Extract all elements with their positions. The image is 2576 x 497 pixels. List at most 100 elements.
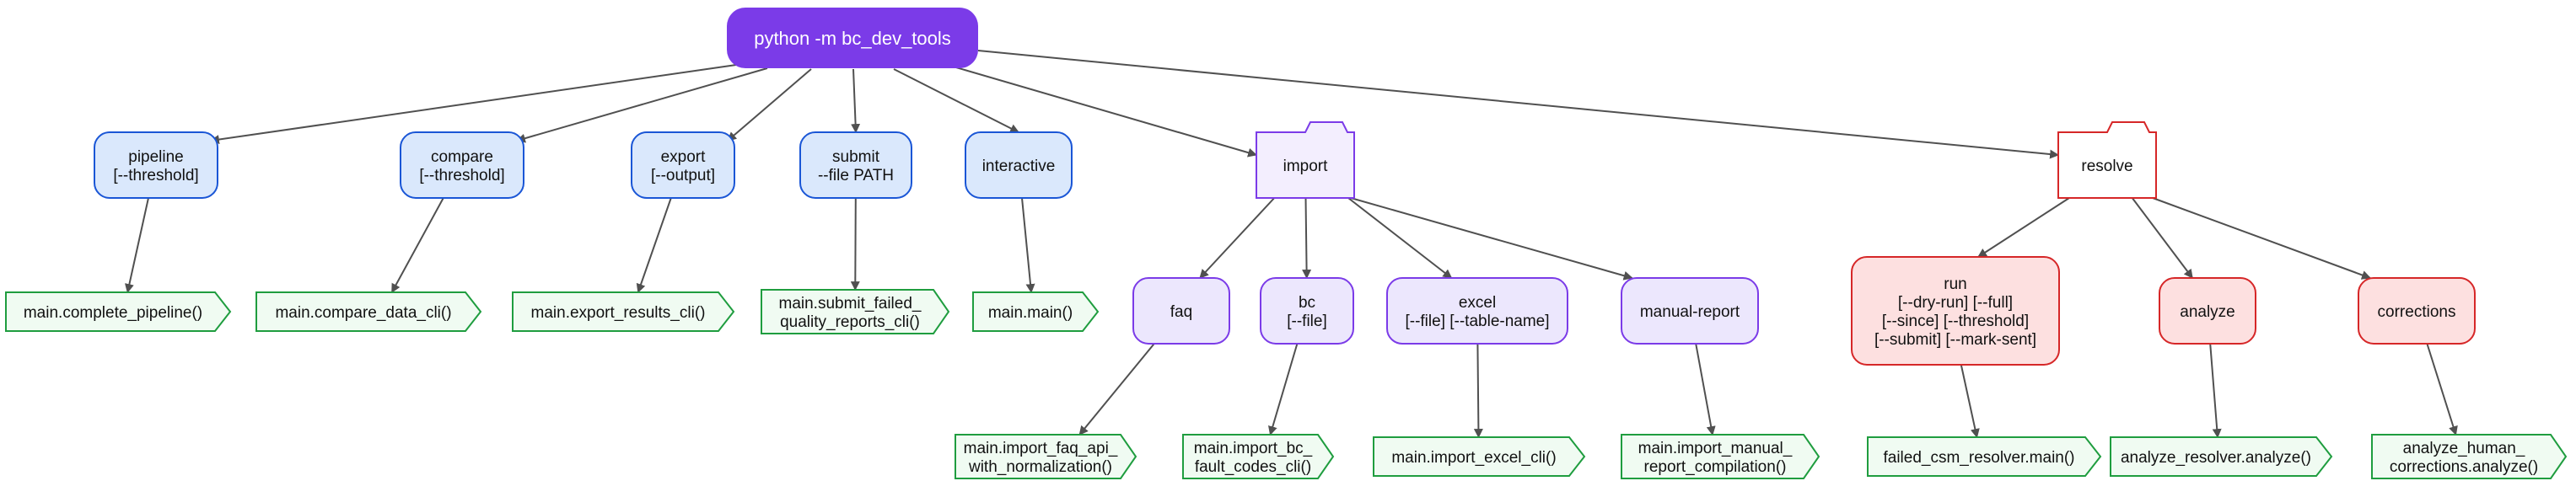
- interactive-text-line: interactive: [982, 158, 1056, 175]
- faq-target-text-line: main.import_faq_api_: [964, 440, 1118, 457]
- analyze-target: analyze_resolver.analyze(): [2110, 436, 2333, 477]
- run-node: run[--dry-run] [--full][--since] [--thre…: [1851, 256, 2060, 366]
- edge-arrow: [1078, 343, 1155, 436]
- export-node: export[--output]: [631, 131, 735, 199]
- pipeline-box: [94, 131, 218, 199]
- bc-node: bc[--file]: [1260, 277, 1354, 345]
- compare-target: main.compare_data_cli(): [255, 291, 482, 332]
- manual-report-target: main.import_manual_report_compilation(): [1621, 434, 1820, 479]
- corrections-target-text-line: analyze_human_: [2403, 440, 2525, 457]
- manual-report-node: manual-report: [1621, 277, 1759, 345]
- resolve-folder-icon: [2057, 121, 2157, 199]
- run-text-line: run: [1944, 275, 1966, 293]
- run-text-line: [--dry-run] [--full]: [1898, 294, 2013, 312]
- bc-target-text-line: main.import_bc_: [1194, 440, 1313, 457]
- excel-target-shape: [1373, 436, 1586, 477]
- pipeline-text-line: pipeline: [128, 148, 184, 166]
- edge-arrow: [209, 63, 743, 145]
- export-target-shape: [512, 291, 735, 332]
- edge-arrow: [1021, 197, 1035, 294]
- edge-arrow: [1695, 343, 1716, 436]
- edge-arrow: [2152, 197, 2371, 280]
- edge-arrow: [850, 197, 860, 291]
- run-target-text-line: failed_csm_resolver.main(): [1883, 449, 2074, 467]
- nodes-layer: python -m bc_dev_toolspipeline[--thresho…: [5, 8, 2568, 479]
- submit-target-text-line: main.submit_failed_: [779, 295, 922, 313]
- excel-target: main.import_excel_cli(): [1373, 436, 1586, 477]
- export-target-text-line: main.export_results_cli(): [531, 304, 706, 322]
- run-box: [1851, 256, 2060, 366]
- edge-arrow: [944, 63, 1258, 158]
- edges-layer: [125, 50, 2458, 439]
- faq-box: [1132, 277, 1230, 345]
- excel-target-text-line: main.import_excel_cli(): [1391, 449, 1556, 467]
- edge-arrow: [2426, 343, 2458, 436]
- run-text-line: [--since] [--threshold]: [1882, 313, 2029, 330]
- compare-node: compare[--threshold]: [400, 131, 524, 199]
- edge-arrow: [2209, 343, 2222, 439]
- submit-box: [799, 131, 912, 199]
- faq-target-text-line: with_normalization(): [968, 458, 1112, 476]
- edge-arrow: [125, 197, 149, 294]
- manual-report-box: [1621, 277, 1759, 345]
- edge-arrow: [2131, 197, 2193, 279]
- pipeline-target: main.complete_pipeline(): [5, 291, 232, 332]
- compare-target-text-line: main.compare_data_cli(): [275, 304, 451, 322]
- submit-target-shape: [761, 289, 950, 334]
- pipeline-text-line: [--threshold]: [113, 167, 198, 184]
- interactive-node: interactive: [965, 131, 1073, 199]
- faq-node: faq: [1132, 277, 1230, 345]
- analyze-node: analyze: [2159, 277, 2256, 345]
- faq-target: main.import_faq_api_with_normalization(): [955, 434, 1137, 479]
- submit-text-line: --file PATH: [818, 167, 894, 184]
- excel-text-line: excel: [1459, 294, 1496, 312]
- corrections-text-line: corrections: [2378, 303, 2456, 321]
- submit-target-text-line: quality_reports_cli(): [780, 313, 920, 331]
- edge-arrow: [851, 68, 861, 134]
- edge-arrow: [893, 68, 1019, 133]
- submit-node: submit--file PATH: [799, 131, 912, 199]
- import-group-node: import: [1256, 121, 1355, 199]
- edge-arrow: [515, 67, 768, 143]
- corrections-node: corrections: [2358, 277, 2476, 345]
- bc-text-line: [--file]: [1287, 313, 1327, 330]
- manual-report-target-text-line: report_compilation(): [1644, 458, 1787, 476]
- export-box: [631, 131, 735, 199]
- manual-report-target-shape: [1621, 434, 1820, 479]
- analyze-text-line: analyze: [2180, 303, 2235, 321]
- compare-text-line: compare: [431, 148, 493, 166]
- faq-target-shape: [955, 434, 1137, 479]
- import-folder-icon: [1256, 121, 1355, 199]
- edge-arrow: [636, 197, 672, 294]
- compare-target-shape: [255, 291, 482, 332]
- pipeline-target-text-line: main.complete_pipeline(): [24, 304, 202, 322]
- submit-text-line: submit: [832, 148, 880, 166]
- bc-text-line: bc: [1299, 294, 1315, 312]
- edge-arrow: [1268, 343, 1299, 436]
- edge-arrow: [1199, 197, 1275, 279]
- edge-arrow: [1960, 364, 1980, 439]
- resolve-group-node: resolve: [2057, 121, 2157, 199]
- edge-arrow: [1977, 197, 2070, 258]
- export-text-line: export: [661, 148, 707, 166]
- submit-target: main.submit_failed_quality_reports_cli(): [761, 289, 950, 334]
- root-label: python -m bc_dev_tools: [754, 28, 951, 49]
- export-text-line: [--output]: [651, 167, 715, 184]
- corrections-target-shape: [2371, 434, 2568, 479]
- edge-arrow: [727, 68, 812, 142]
- bc-target: main.import_bc_fault_codes_cli(): [1182, 434, 1335, 479]
- corrections-box: [2358, 277, 2476, 345]
- interactive-box: [965, 131, 1073, 199]
- faq-text-line: faq: [1170, 303, 1192, 321]
- compare-box: [400, 131, 524, 199]
- edge-arrow: [1350, 197, 1633, 281]
- export-target: main.export_results_cli(): [512, 291, 735, 332]
- pipeline-node: pipeline[--threshold]: [94, 131, 218, 199]
- import-label: import: [1283, 158, 1329, 175]
- edge-arrow: [1347, 197, 1453, 279]
- excel-text-line: [--file] [--table-name]: [1405, 313, 1549, 330]
- compare-text-line: [--threshold]: [419, 167, 504, 184]
- resolve-label: resolve: [2081, 158, 2132, 175]
- run-target-shape: [1867, 436, 2102, 477]
- edge-arrow: [1302, 197, 1312, 280]
